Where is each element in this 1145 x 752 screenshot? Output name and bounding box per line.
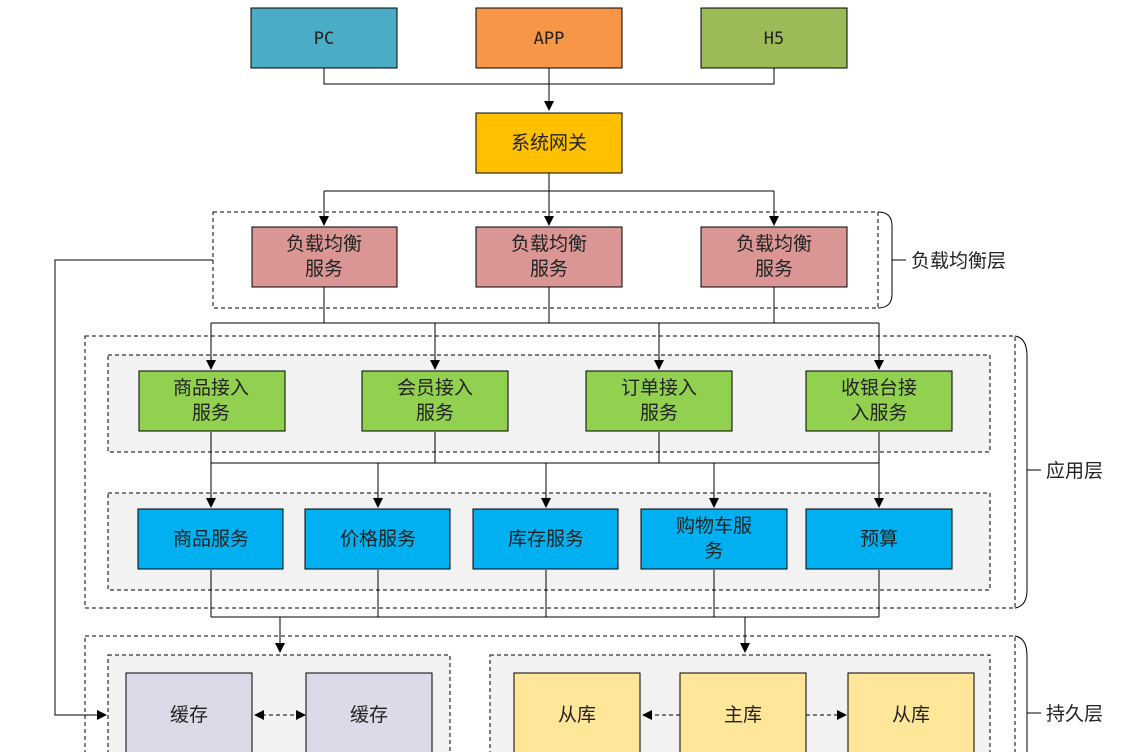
svg-text:负载均衡服务: 负载均衡服务	[286, 233, 362, 280]
svg-text:会员接入服务: 会员接入服务	[397, 377, 473, 424]
svg-text:负载均衡服务: 负载均衡服务	[736, 233, 812, 280]
persistence-layer-label: 持久层	[1046, 703, 1103, 725]
core-service-node: 预算	[805, 508, 953, 570]
slave-database-node: 从库	[847, 672, 975, 752]
slave-database-label: 从库	[892, 704, 930, 726]
core-service-label: 价格服务	[340, 528, 416, 550]
master-database-label: 主库	[724, 704, 762, 726]
svg-text:购物车服务: 购物车服务	[676, 515, 752, 562]
core-service-node: 库存服务	[472, 508, 619, 570]
cache-node: 缓存	[125, 672, 253, 752]
client-app-node: APP	[475, 7, 623, 69]
connector-gateway-bus	[324, 173, 774, 192]
gateway-label: 系统网关	[511, 132, 587, 154]
core-service-node: 购物车服务	[640, 508, 788, 570]
load-balancer-label-line2: 服务	[305, 258, 343, 280]
core-service-label: 商品服务	[173, 528, 249, 550]
application-layer-frame	[84, 335, 1016, 609]
cache-node: 缓存	[305, 672, 433, 752]
load-balance-brace	[877, 211, 906, 309]
access-service-node: 会员接入服务	[361, 370, 509, 432]
access-service-label-line1: 收银台接	[841, 377, 917, 399]
gateway-node: 系统网关	[475, 112, 623, 174]
core-service-label: 预算	[860, 528, 898, 550]
slave-database-label: 从库	[558, 704, 596, 726]
access-service-label-line2: 服务	[192, 402, 230, 424]
access-service-node: 收银台接入服务	[805, 370, 953, 432]
connector-lb-bus	[211, 287, 879, 324]
core-service-label: 库存服务	[508, 528, 584, 550]
load-balancer-label-line1: 负载均衡	[511, 233, 587, 255]
application-brace	[1014, 335, 1041, 609]
core-service-node: 商品服务	[137, 508, 284, 570]
svg-text:负载均衡服务: 负载均衡服务	[511, 233, 587, 280]
connector-clients-bus	[323, 68, 775, 110]
cache-label: 缓存	[170, 704, 208, 726]
core-service-label-line2: 务	[704, 540, 723, 562]
load-balancer-label-line2: 服务	[530, 258, 568, 280]
access-service-label-line2: 入服务	[850, 402, 907, 424]
client-h5-label: H5	[764, 29, 784, 49]
access-service-node: 订单接入服务	[585, 370, 733, 432]
client-pc-node: PC	[250, 7, 398, 69]
load-balancer-node: 负载均衡服务	[700, 226, 848, 288]
load-balance-layer-label: 负载均衡层	[911, 250, 1006, 272]
access-service-label-line1: 订单接入	[621, 377, 697, 399]
access-service-label-line1: 会员接入	[397, 377, 473, 399]
client-h5-node: H5	[700, 7, 848, 69]
persistence-brace	[1014, 635, 1041, 752]
core-service-label-line1: 购物车服	[676, 515, 752, 537]
master-database-node: 主库	[679, 672, 807, 752]
access-service-label-line2: 服务	[640, 402, 678, 424]
application-layer-label: 应用层	[1046, 460, 1103, 482]
load-balancer-label-line1: 负载均衡	[736, 233, 812, 255]
client-pc-label: PC	[314, 29, 334, 49]
cache-label: 缓存	[350, 704, 388, 726]
persistence-layer-frame	[84, 635, 1016, 752]
access-service-label-line1: 商品接入	[173, 377, 249, 399]
load-balancer-node: 负载均衡服务	[475, 226, 623, 288]
connector-core-bus	[210, 570, 880, 618]
connector-access-bus	[210, 432, 880, 464]
load-balancer-label-line2: 服务	[755, 258, 793, 280]
connector-lb-to-cache	[54, 259, 213, 720]
client-app-label: APP	[534, 29, 565, 49]
slave-database-node: 从库	[513, 672, 641, 752]
access-service-node: 商品接入服务	[138, 370, 286, 432]
svg-text:订单接入服务: 订单接入服务	[621, 377, 697, 424]
load-balancer-node: 负载均衡服务	[251, 226, 398, 288]
core-service-node: 价格服务	[304, 508, 451, 570]
access-service-label-line2: 服务	[416, 402, 454, 424]
svg-text:商品接入服务: 商品接入服务	[173, 377, 249, 424]
load-balancer-label-line1: 负载均衡	[286, 233, 362, 255]
svg-text:收银台接入服务: 收银台接入服务	[841, 377, 917, 424]
